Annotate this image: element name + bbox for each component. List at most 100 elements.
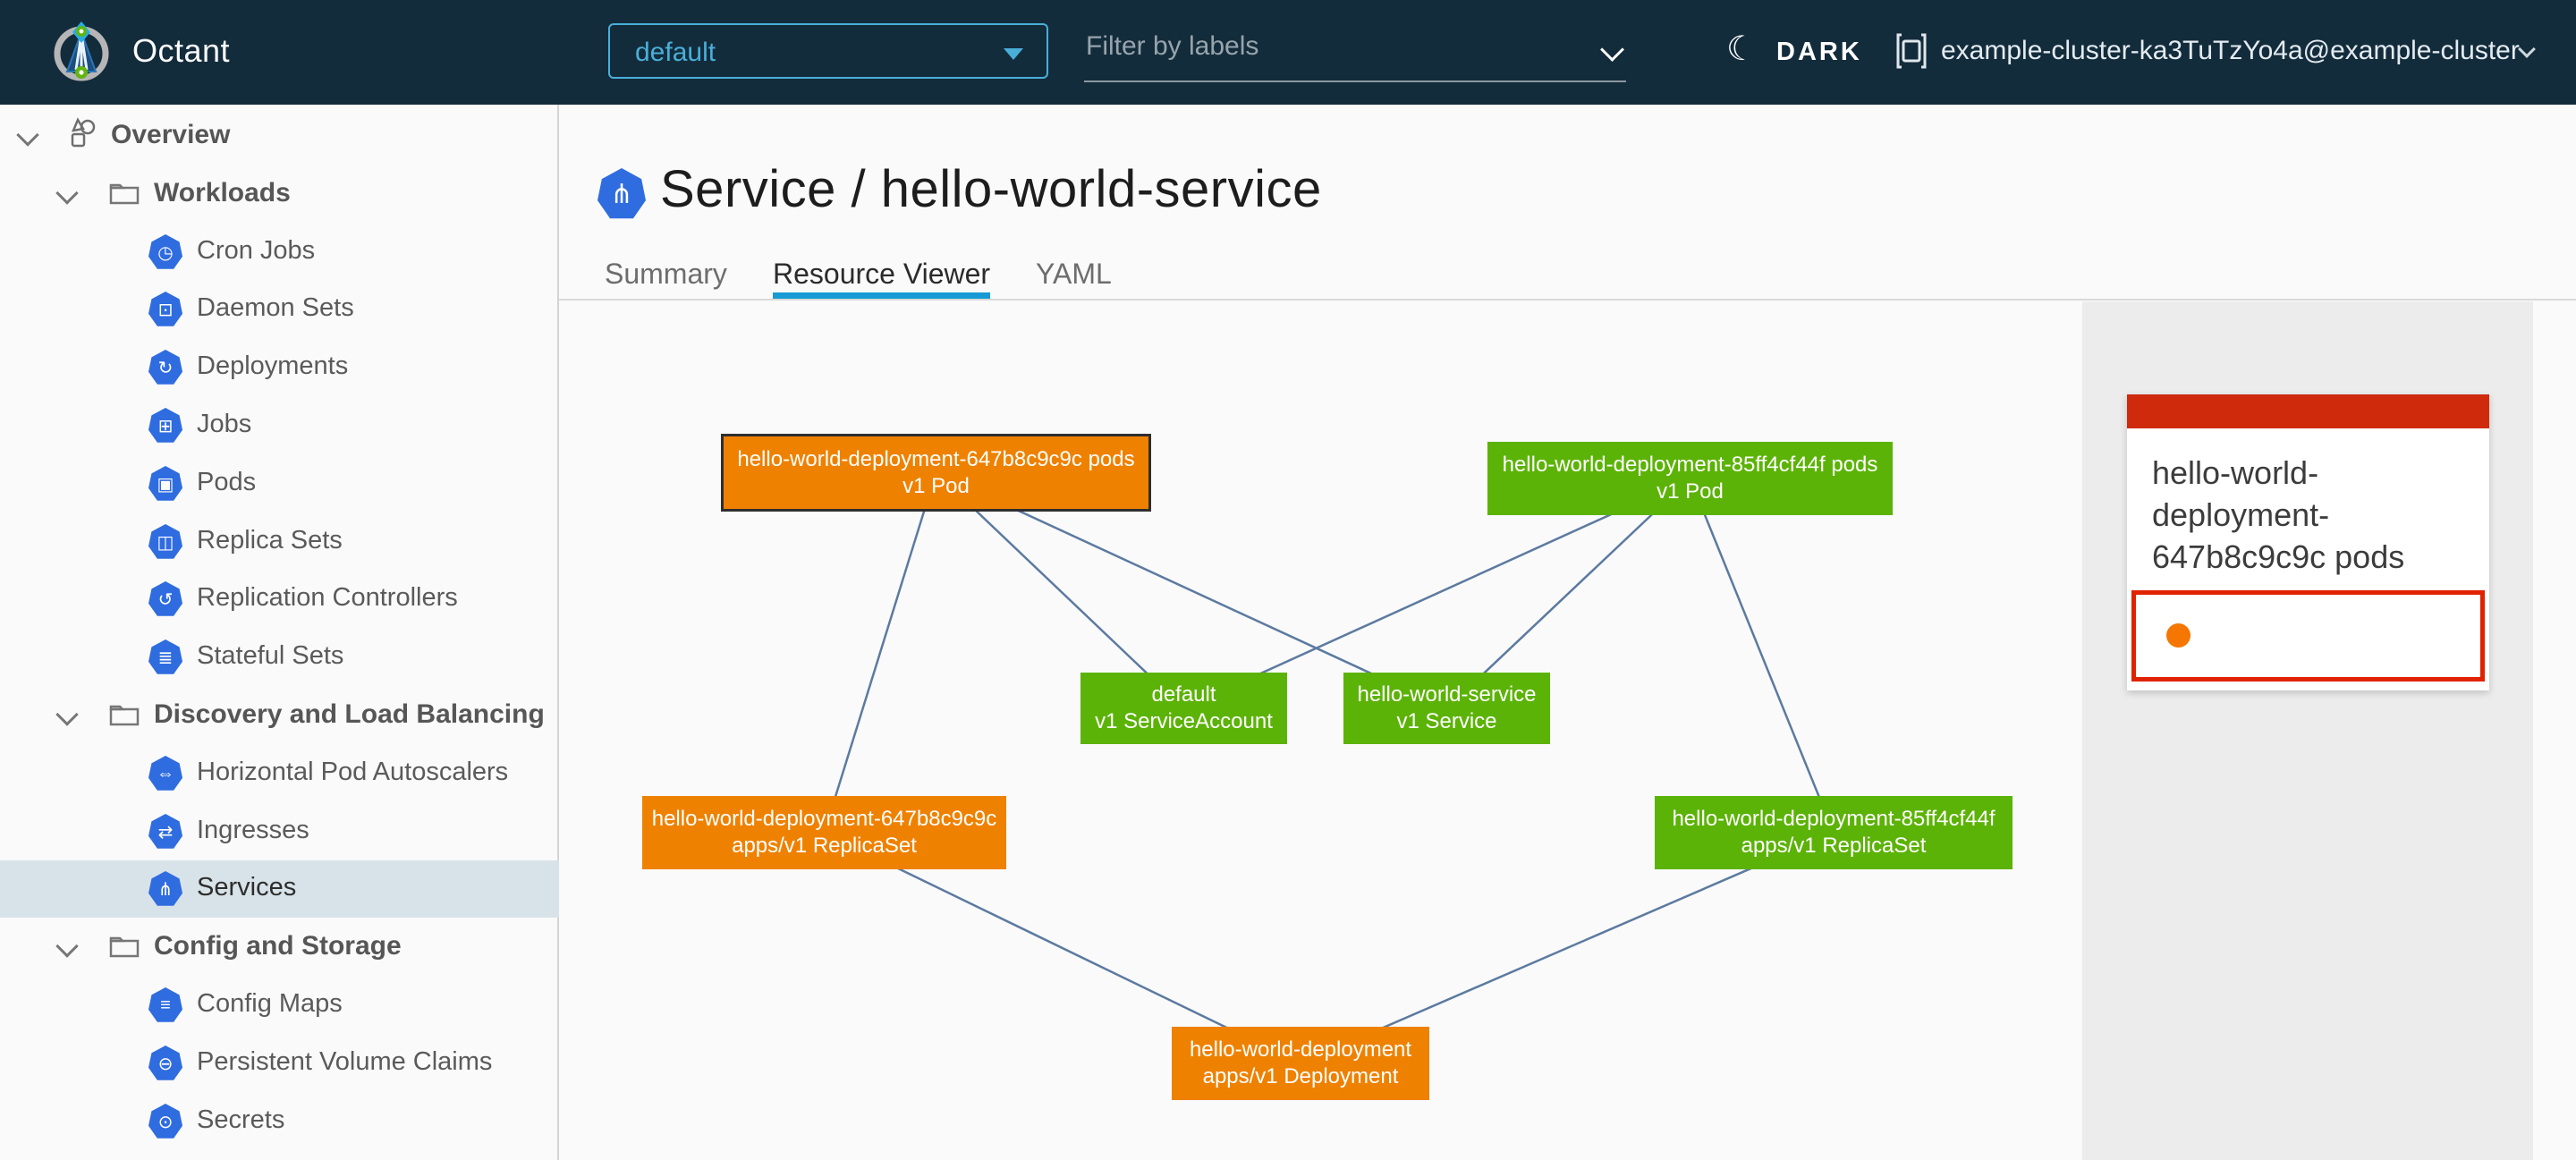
sidebar-item-replica-sets[interactable]: ◫Replica Sets: [0, 513, 559, 571]
pod-selection-box[interactable]: [2131, 590, 2485, 682]
sidebar-item-label: Cron Jobs: [197, 236, 316, 265]
node-kind-label: v1 ServiceAccount: [1095, 709, 1273, 733]
octant-logo-icon: [54, 21, 109, 81]
namespace-dropdown[interactable]: default: [608, 23, 1048, 79]
sidebar-item-label: Services: [197, 873, 297, 902]
node-kind-label: apps/v1 ReplicaSet: [732, 834, 917, 858]
chevron-down-icon[interactable]: [55, 703, 79, 726]
sidebar-item-replication-controllers[interactable]: ↺ Replication Controllers: [0, 571, 559, 628]
node-label: hello-world-deployment-647b8c9c9c pods: [737, 446, 1135, 471]
stateful-sets-icon: ≣: [148, 639, 182, 674]
selected-node-card: hello-world-deployment-647b8c9c9c pods: [2127, 394, 2489, 690]
tab-resource-viewer[interactable]: Resource Viewer: [773, 258, 991, 290]
sidebar-item-label: Pods: [197, 468, 257, 496]
sidebar-item-pods[interactable]: ▣Pods: [0, 455, 559, 512]
graph-edge-pod1-rs1: [823, 472, 937, 834]
sidebar-item-label: Horizontal Pod Autoscalers: [197, 758, 509, 786]
ingresses-icon: ⇄: [148, 814, 182, 849]
page-title: Service / hello-world-service: [660, 160, 1322, 218]
sidebar-item-horizontal-pod-autoscalers[interactable]: ⇔ Horizontal Pod Autoscalers: [0, 745, 559, 802]
top-bar: Octant default ☾ DARK example-cluster-ka…: [0, 0, 2576, 105]
node-kind-label: v1 Pod: [1657, 479, 1724, 504]
node-label: hello-world-service: [1357, 682, 1537, 707]
app-title: Octant: [132, 32, 231, 69]
node-label: hello-world-deployment-85ff4cf44f: [1672, 807, 1996, 831]
resource-detail-panel: hello-world-deployment-647b8c9c9c pods: [2082, 301, 2533, 1160]
horizontal-pod-autoscalers-icon: ⇔: [148, 756, 182, 791]
sidebar-item-label: Config Maps: [197, 989, 343, 1018]
chevron-down-icon[interactable]: [1600, 38, 1624, 62]
sidebar-item-label: Config and Storage: [154, 931, 402, 961]
sidebar-item-services[interactable]: ⋔ Services: [0, 860, 559, 918]
daemon-sets-icon: ⊡: [148, 292, 182, 326]
graph-edge-pod2-svc: [1445, 478, 1691, 709]
persistent-volume-claims-icon: ⊖: [148, 1046, 182, 1080]
sidebar-item-secrets[interactable]: ⊙Secrets: [0, 1093, 559, 1150]
chevron-down-icon: [2518, 40, 2536, 58]
sidebar-item-discovery-and-load-balancing[interactable]: Discovery and Load Balancing: [0, 687, 559, 744]
card-status-bar: [2127, 394, 2489, 428]
sidebar-item-label: Replication Controllers: [197, 583, 458, 612]
sidebar-item-label: Overview: [111, 120, 231, 149]
services-icon: ⋔: [148, 871, 182, 906]
sidebar-item-workloads[interactable]: Workloads: [0, 165, 559, 223]
sidebar-item-config-and-storage[interactable]: Config and Storage: [0, 919, 559, 976]
graph-edge-pod2-rs2: [1689, 478, 1835, 834]
card-title: hello-world-deployment-647b8c9c9c pods: [2152, 454, 2405, 575]
moon-icon: ☾: [1726, 30, 1758, 68]
tab-summary[interactable]: Summary: [605, 258, 727, 290]
node-label: default: [1151, 682, 1216, 707]
dropdown-caret-icon: [1004, 48, 1023, 60]
sidebar-item-label: Daemon Sets: [197, 293, 354, 322]
graph-edge-pod2-sa: [1182, 477, 1691, 710]
node-label: hello-world-deployment-85ff4cf44f pods: [1502, 453, 1878, 477]
sidebar-item-label: Jobs: [197, 410, 252, 438]
sidebar-item-overview[interactable]: Overview: [0, 107, 559, 165]
chevron-down-icon[interactable]: [16, 123, 39, 147]
node-label: hello-world-deployment-647b8c9c9c: [651, 807, 997, 831]
sidebar-item-stateful-sets[interactable]: ≣ Stateful Sets: [0, 629, 559, 686]
namespace-dropdown-value: default: [635, 38, 716, 67]
chevron-down-icon[interactable]: [55, 935, 79, 958]
node-label: hello-world-deployment: [1189, 1037, 1412, 1062]
graph-edge-pod1-sa: [935, 471, 1185, 709]
sidebar-item-cron-jobs[interactable]: ◷Cron Jobs: [0, 224, 559, 281]
overview-icon: [64, 116, 98, 155]
sidebar-item-deployments[interactable]: ↻Deployments: [0, 339, 559, 396]
tab-yaml[interactable]: YAML: [1036, 258, 1112, 290]
graph-edge-rs2-dep: [1300, 831, 1835, 1065]
config-maps-icon: ≡: [148, 987, 182, 1022]
resource-graph-edges: [823, 471, 1835, 1065]
node-kind-label: apps/v1 Deployment: [1202, 1064, 1399, 1088]
folder-icon: [109, 701, 140, 732]
sidebar-item-label: Stateful Sets: [197, 641, 344, 670]
orange-status-dot: [2166, 623, 2190, 648]
folder-icon: [109, 933, 140, 964]
graph-edge-pod1-svc: [935, 471, 1448, 710]
chevron-down-icon[interactable]: [55, 182, 79, 205]
node-kind-label: v1 Service: [1396, 709, 1497, 733]
sidebar-item-config-maps[interactable]: ≡ Config Maps: [0, 977, 559, 1034]
jobs-icon: ⊞: [148, 408, 182, 443]
cluster-selector-label: example-cluster-ka3TuTzYo4a@example-clus…: [1941, 36, 2520, 65]
graph-node-rs1[interactable]: hello-world-deployment-647b8c9c9c apps/v1…: [642, 796, 1006, 869]
sidebar-item-jobs[interactable]: ⊞ Jobs: [0, 397, 559, 454]
secrets-icon: ⊙: [148, 1104, 182, 1139]
sidebar-item-persistent-volume-claims[interactable]: ⊖Persistent Volume Claims: [0, 1035, 559, 1092]
deployments-icon: ↻: [148, 350, 182, 385]
replication-controllers-icon: ↺: [148, 581, 182, 616]
theme-toggle-label: DARK: [1776, 38, 1862, 66]
label-filter-input[interactable]: [1084, 30, 1571, 63]
label-filter: [1084, 25, 1626, 82]
sidebar-item-daemon-sets[interactable]: ⊡ Daemon Sets: [0, 281, 559, 338]
sidebar-item-ingresses[interactable]: ⇄Ingresses: [0, 803, 559, 860]
sidebar-item-label: Workloads: [154, 178, 291, 207]
